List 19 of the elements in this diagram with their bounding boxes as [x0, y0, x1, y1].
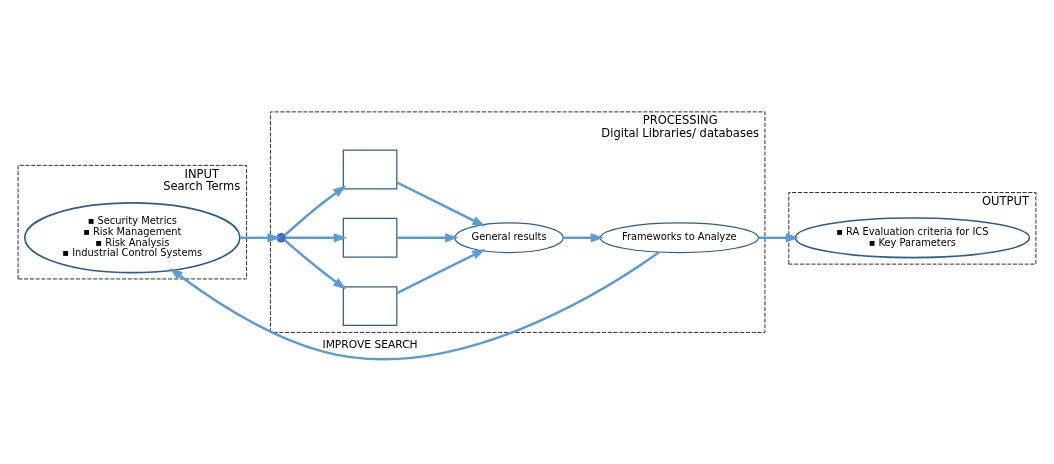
node-ellipse: General results	[454, 221, 564, 253]
arrow	[169, 250, 660, 360]
arrow	[240, 232, 281, 242]
arrow	[397, 232, 459, 242]
node-box	[342, 149, 398, 189]
node-box	[342, 285, 398, 326]
edge-label: IMPROVE SEARCH	[322, 337, 418, 351]
arrow	[563, 232, 604, 242]
arrow	[284, 238, 347, 290]
arrow	[396, 248, 486, 294]
node-ellipse: ▪ RA Evaluation criteria for ICS ▪ Key Parameters	[794, 216, 1031, 258]
node-box	[342, 217, 398, 258]
arrow	[758, 232, 799, 242]
node-circle	[276, 232, 286, 243]
arrow	[285, 232, 347, 242]
node-ellipse: Frameworks to Analyze	[599, 221, 759, 253]
arrow	[396, 180, 486, 226]
arrow	[284, 184, 347, 236]
node-ellipse: ▪ Security Metrics ▪ Risk Management ▪ Risk Analysis ▪ Industrial Control Systems	[24, 201, 241, 273]
